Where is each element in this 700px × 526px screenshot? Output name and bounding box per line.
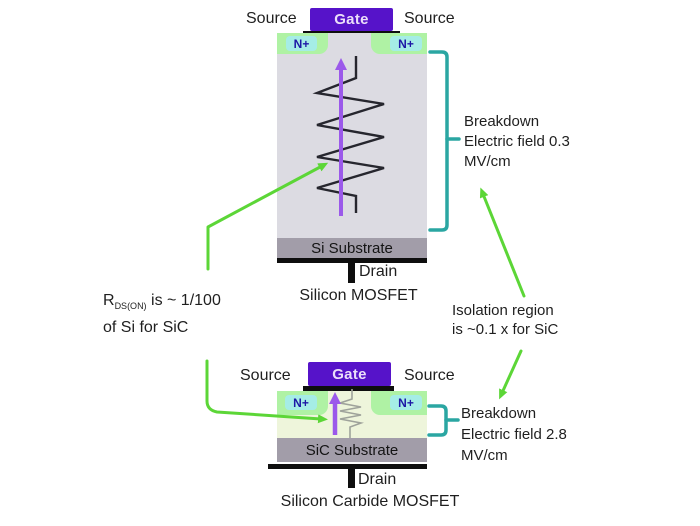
breakdown-si-line1: Breakdown <box>464 113 540 130</box>
isolation-line2: is ~0.1 x for SiC <box>452 321 559 338</box>
rdson-tail: is ~ 1/100 <box>146 292 221 309</box>
breakdown-sic-line2: Electric field 2.8 <box>461 426 567 443</box>
rdson-line2: of Si for SiC <box>103 319 189 337</box>
sic-drain-label: Drain <box>358 471 397 488</box>
sic-source-left-label: Source <box>240 367 291 384</box>
rdson-annotation: RDS(ON) is ~ 1/100 of Si for SiC <box>103 290 221 339</box>
si-source-left-label: Source <box>246 10 297 27</box>
sic-substrate-bar: SiC Substrate <box>277 438 427 462</box>
sic-nplus-left-badge: N+ <box>285 395 317 410</box>
sic-nplus-right-badge: N+ <box>390 395 422 410</box>
sic-drain-contact-bar <box>268 464 427 469</box>
breakdown-si-line2: Electric field 0.3 <box>464 133 570 150</box>
si-drain-terminal <box>348 262 355 283</box>
breakdown-sic-annotation: Breakdown Electric field 2.8 MV/cm <box>461 403 567 466</box>
si-gate-electrode: Gate <box>310 8 393 31</box>
breakdown-si-annotation: Breakdown Electric field 0.3 MV/cm <box>464 112 570 172</box>
sic-gate-label: Gate <box>332 365 367 383</box>
isolation-annotation: Isolation region is ~0.1 x for SiC <box>452 301 558 339</box>
isolation-line1: Isolation region <box>452 302 554 319</box>
rdson-subscript: DS(ON) <box>114 301 147 312</box>
sic-breakdown-brace <box>427 404 448 437</box>
si-substrate-bar: Si Substrate <box>277 238 427 258</box>
sic-mosfet-caption: Silicon Carbide MOSFET <box>280 493 460 510</box>
si-drain-contact-bar <box>277 258 427 263</box>
si-nplus-left-badge: N+ <box>286 36 317 51</box>
sic-source-right-label: Source <box>404 367 455 384</box>
si-mosfet-caption: Silicon MOSFET <box>299 287 418 304</box>
si-body-region <box>277 33 427 238</box>
si-drain-label: Drain <box>359 263 398 280</box>
si-nplus-right-badge: N+ <box>390 36 422 51</box>
isolation-to-sic-arrow <box>499 349 523 400</box>
sic-gate-contact-bar <box>303 386 394 391</box>
rdson-symbol: R <box>103 292 115 309</box>
si-breakdown-bracket <box>428 50 449 232</box>
breakdown-sic-line1: Breakdown <box>461 405 537 422</box>
sic-gate-electrode: Gate <box>308 362 391 386</box>
si-source-right-label: Source <box>404 10 455 27</box>
breakdown-sic-line3: MV/cm <box>461 447 508 464</box>
rdson-line1: RDS(ON) is ~ 1/100 <box>103 290 221 317</box>
si-gate-label: Gate <box>334 11 369 28</box>
sic-drain-terminal <box>348 469 355 488</box>
isolation-to-si-arrow <box>479 187 526 298</box>
breakdown-si-line3: MV/cm <box>464 153 511 170</box>
